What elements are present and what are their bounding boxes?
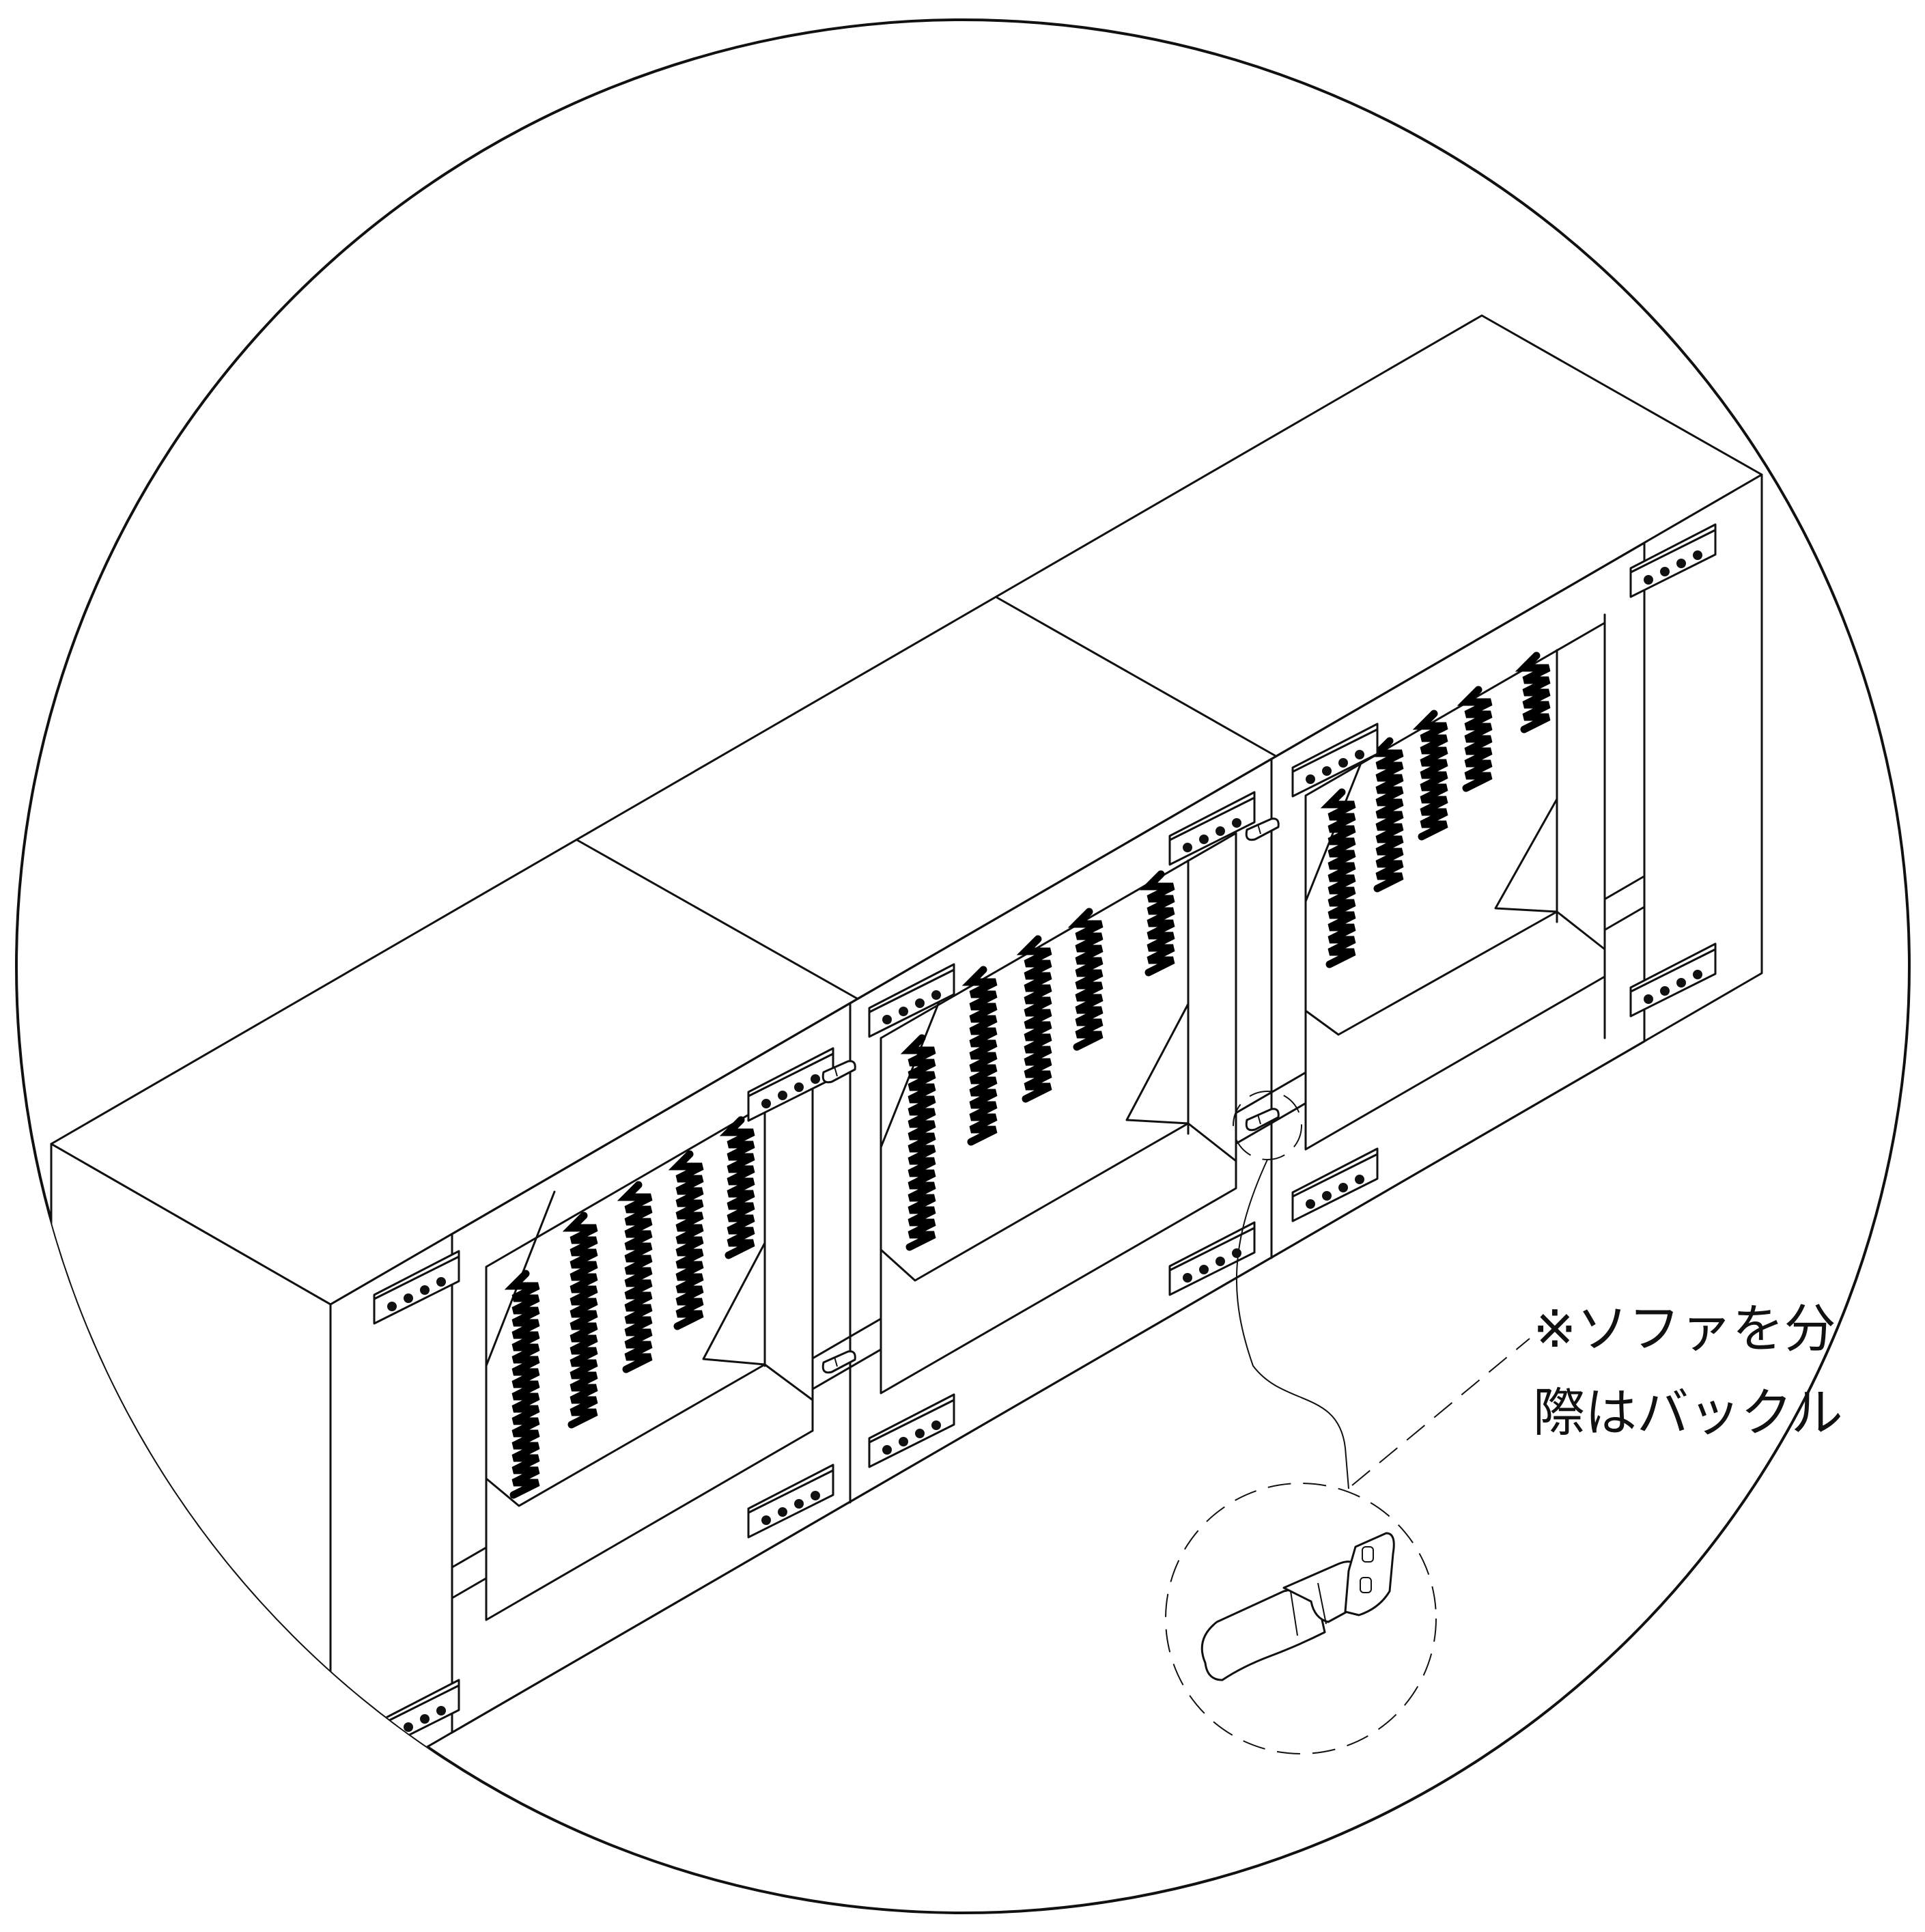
note-leader — [1351, 1338, 1530, 1486]
buckle-zoom-circle — [1165, 1483, 1437, 1754]
leader-line — [1235, 1159, 1349, 1489]
note-line-2: 際はバックル — [1533, 1382, 1843, 1443]
spring-coil-icon — [504, 652, 1551, 1499]
sofa-drawing — [50, 314, 1763, 1913]
note-line-1: ※ソファを分 — [1533, 1298, 1836, 1359]
buckle-clasp-icon — [1200, 1532, 1395, 1681]
